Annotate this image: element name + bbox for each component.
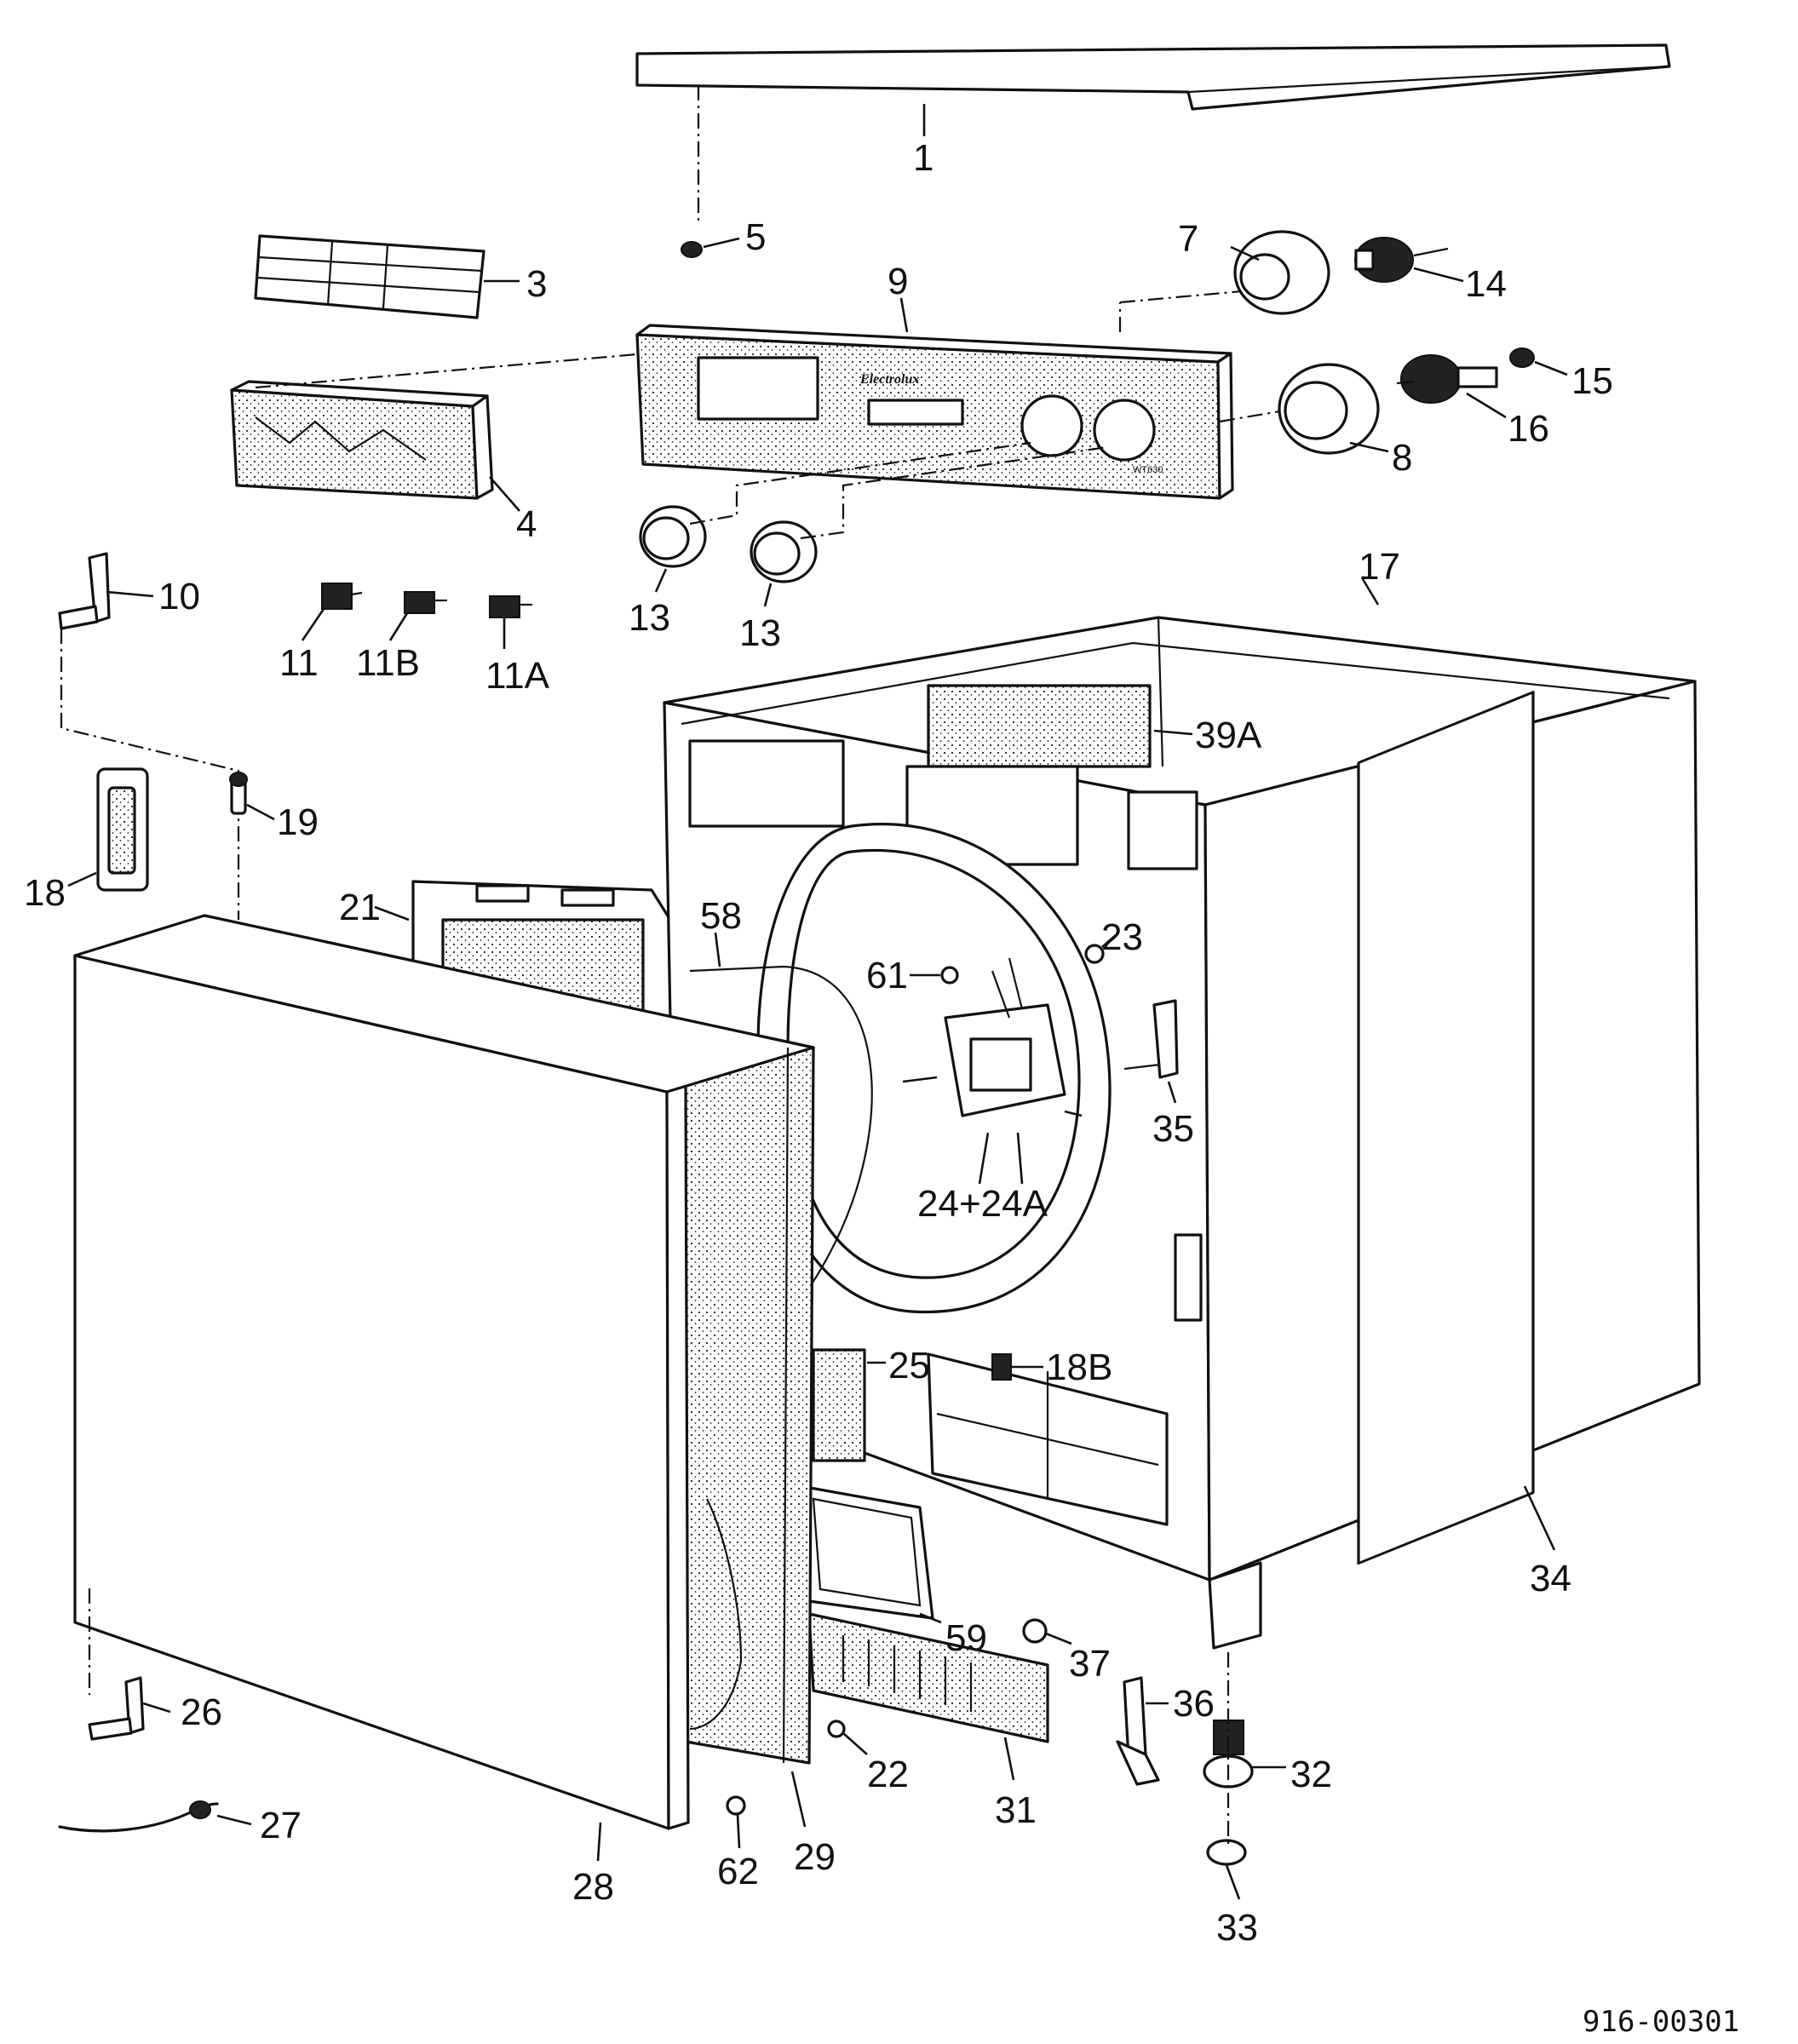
dispenser-cover-part-3 — [254, 234, 520, 319]
door-assembly-part-28-29 — [73, 914, 815, 1862]
callout-31: 31 — [995, 1789, 1037, 1831]
door-lock-part-24 — [902, 957, 1083, 1185]
callout-34: 34 — [1530, 1558, 1571, 1599]
door-handle-part-18 — [67, 767, 149, 892]
callout-9: 9 — [888, 261, 908, 302]
callout-11: 11 — [279, 642, 319, 684]
detergent-drawer-part-4 — [230, 380, 520, 512]
knob-part-7 — [1230, 230, 1330, 315]
callout-28: 28 — [572, 1866, 614, 1908]
top-cover-part-1 — [635, 43, 1671, 111]
knob-part-13-left — [639, 505, 707, 593]
callout-5: 5 — [745, 216, 766, 258]
callout-61: 61 — [866, 955, 908, 996]
cover-clip-part-5 — [681, 237, 740, 258]
kick-plate-part-31 — [807, 1612, 1049, 1781]
knob-part-13-right — [750, 520, 818, 607]
callout-59: 59 — [945, 1617, 987, 1659]
hinge-bracket-part-10 — [58, 552, 154, 630]
clip-part-18b — [991, 1353, 1043, 1381]
callout-18: 18 — [24, 872, 66, 914]
panel-model-label: WT630 — [1133, 465, 1163, 475]
callout-10: 10 — [158, 576, 200, 617]
switch-housing-part-25 — [812, 1348, 886, 1462]
kick-plate-slots — [842, 1635, 973, 1712]
callout-22: 22 — [867, 1754, 909, 1795]
callout-37: 37 — [1069, 1643, 1111, 1685]
hinge-part-26 — [88, 1676, 171, 1741]
drawing-number: 916-00301 — [1583, 2005, 1739, 2039]
lock-part-11a — [489, 595, 532, 649]
callout-36: 36 — [1173, 1683, 1215, 1725]
callout-35: 35 — [1152, 1108, 1194, 1150]
bracket-part-35 — [1123, 999, 1179, 1104]
callout-32: 32 — [1290, 1754, 1332, 1795]
callout-62: 62 — [717, 1851, 759, 1892]
screw-part-61 — [910, 966, 959, 985]
callout-21: 21 — [339, 887, 381, 928]
callout-24-24a: 24+24A — [917, 1183, 1048, 1225]
callout-3: 3 — [526, 263, 547, 305]
callout-16: 16 — [1508, 408, 1549, 450]
gasket-part-59 — [799, 1484, 942, 1624]
lock-part-11b — [388, 591, 447, 641]
foot-part-32 — [1203, 1720, 1286, 1788]
foot-pad-part-33 — [1206, 1839, 1247, 1900]
callout-27: 27 — [260, 1805, 302, 1846]
callout-17: 17 — [1359, 546, 1400, 588]
callout-7: 7 — [1178, 218, 1198, 260]
callout-29: 29 — [794, 1836, 836, 1878]
callout-13-left: 13 — [629, 597, 670, 639]
callout-11b: 11B — [356, 642, 420, 684]
lock-part-11 — [301, 583, 363, 641]
callout-15: 15 — [1571, 360, 1613, 402]
callout-33: 33 — [1216, 1907, 1258, 1949]
screw-part-22 — [827, 1720, 868, 1755]
callout-13-right: 13 — [739, 612, 781, 654]
callout-18b: 18B — [1046, 1346, 1112, 1388]
cable-part-27 — [58, 1800, 252, 1833]
callout-8: 8 — [1392, 437, 1412, 479]
screw-part-23 — [1084, 934, 1117, 964]
hinge-pin-part-19 — [229, 772, 275, 821]
cabinet-part-17-34 — [663, 578, 1701, 1650]
switch-part-14 — [1354, 237, 1464, 283]
callout-25: 25 — [888, 1345, 930, 1387]
screw-part-37 — [1022, 1618, 1072, 1645]
callout-4: 4 — [516, 503, 537, 545]
callout-1: 1 — [913, 137, 933, 179]
callout-19: 19 — [277, 801, 319, 843]
callout-39a: 39A — [1195, 715, 1262, 756]
callout-labels: 1 3 4 5 7 8 9 10 11 11B 11A 13 13 14 15 … — [24, 137, 1613, 1949]
timer-part-16 — [1396, 354, 1507, 419]
callout-11a: 11A — [485, 655, 550, 697]
callout-14: 14 — [1465, 263, 1507, 305]
panel-brand-label: Electrolux — [859, 372, 919, 387]
control-panel-part-9: Electrolux WT630 — [635, 297, 1234, 500]
bracket-part-36 — [1116, 1676, 1169, 1786]
callout-23: 23 — [1101, 916, 1143, 958]
screw-part-62 — [726, 1795, 746, 1849]
lamp-part-15 — [1509, 347, 1568, 376]
programme-knob-part-8 — [1278, 363, 1389, 455]
callout-26: 26 — [181, 1691, 222, 1733]
callout-58: 58 — [700, 895, 742, 937]
